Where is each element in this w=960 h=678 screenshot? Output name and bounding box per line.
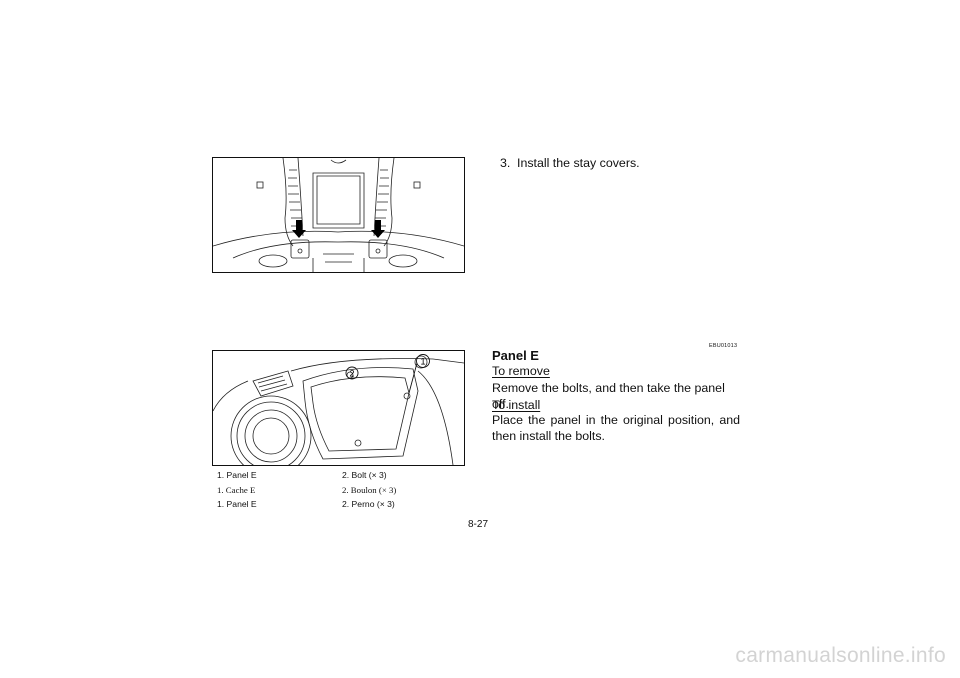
install-step: 3. Install the stay covers. — [500, 156, 640, 170]
remove-instructions: Remove the bolts, and then take the pane… — [492, 381, 725, 411]
stay-covers-figure — [212, 157, 465, 273]
step-text: Install the stay covers. — [517, 156, 640, 170]
figure-captions: 1. Panel E 2. Bolt (× 3) 1. Cache E 2. B… — [217, 468, 467, 512]
section-title: Panel E — [492, 348, 539, 363]
step-number: 3. — [500, 156, 511, 170]
callout-1: 1 — [420, 357, 425, 367]
to-install-heading: To install — [492, 398, 541, 412]
vehicle-front-stay-covers-illustration — [213, 158, 464, 272]
caption-item-2: 2. Perno (× 3) — [342, 499, 395, 509]
caption-item-2: 2. Bolt (× 3) — [342, 470, 387, 480]
callout-2: 2 — [349, 369, 354, 379]
watermark: carmanualsonline.info — [735, 644, 946, 667]
caption-row-english: 1. Panel E 2. Bolt (× 3) — [217, 468, 467, 483]
caption-item-1: 1. Panel E — [217, 470, 257, 480]
caption-row-french: 1. Cache E 2. Boulon (× 3) — [217, 483, 467, 498]
caption-item-1: 1. Panel E — [217, 499, 257, 509]
panel-e-bolts-illustration: 1 2 — [213, 354, 464, 465]
page-number: 8-27 — [468, 519, 489, 530]
caption-item-2: 2. Boulon (× 3) — [342, 484, 397, 495]
caption-row-spanish: 1. Panel E 2. Perno (× 3) — [217, 497, 467, 512]
reference-code: EBU01013 — [709, 343, 738, 349]
caption-item-1: 1. Cache E — [217, 484, 256, 495]
panel-e-figure: 1 2 — [212, 350, 465, 466]
to-remove-heading: To remove — [492, 364, 550, 378]
install-instructions: Place the panel in the original position… — [492, 413, 740, 443]
